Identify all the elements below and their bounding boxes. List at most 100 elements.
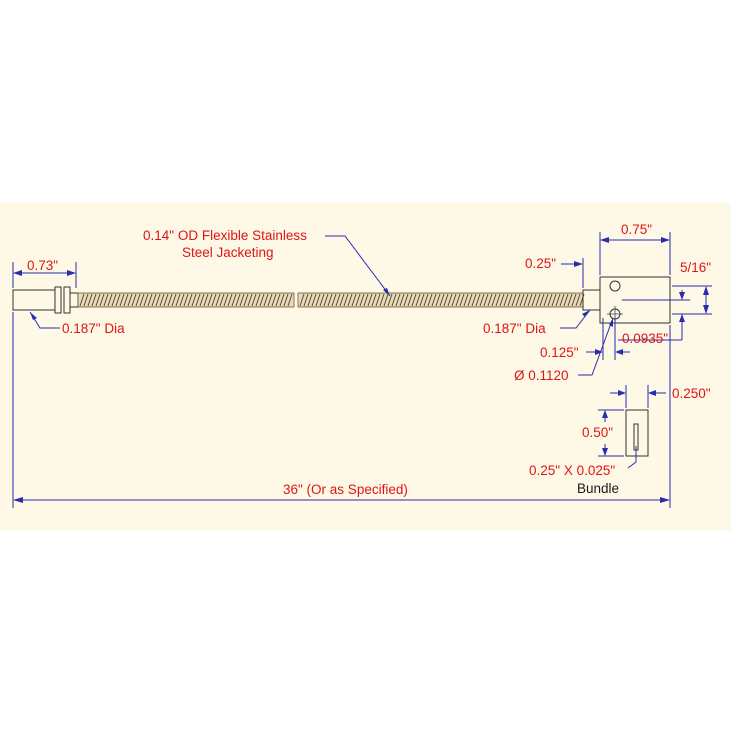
jacket-wind xyxy=(395,293,401,307)
jacket-wind xyxy=(391,293,397,307)
jacket-wind xyxy=(175,293,181,307)
jacket-wind xyxy=(179,293,185,307)
bundle-width-label: 0.250" xyxy=(672,386,711,401)
top-hole xyxy=(609,280,621,292)
jacket-wind xyxy=(91,293,97,307)
jacket-wind xyxy=(223,293,229,307)
jacket-wind xyxy=(367,293,373,307)
bundle-size-label: 0.25" X 0.025" xyxy=(529,463,615,478)
jacket-wind xyxy=(339,293,345,307)
jacket-wind xyxy=(83,293,89,307)
left-dia-label: 0.187" Dia xyxy=(62,321,125,336)
tip-length-label: 0.75" xyxy=(621,222,652,237)
jacket-wind xyxy=(559,293,565,307)
jacket-wind xyxy=(279,293,285,307)
jacket-wind xyxy=(347,293,353,307)
jacket-wind xyxy=(527,293,533,307)
jacket-wind xyxy=(359,293,365,307)
jacket-wind xyxy=(355,293,361,307)
jacket-wind xyxy=(335,293,341,307)
jacket-wind xyxy=(275,293,281,307)
jacket-wind xyxy=(483,293,489,307)
jacket-wind xyxy=(271,293,277,307)
jacket-wind xyxy=(379,293,385,307)
jacket-wind xyxy=(159,293,165,307)
jacket-wind xyxy=(215,293,221,307)
jacket-wind xyxy=(523,293,529,307)
jacket-wind xyxy=(183,293,189,307)
jacket-wind xyxy=(79,293,85,307)
jacket-wind xyxy=(491,293,497,307)
right-dia-label: 0.187" Dia xyxy=(483,321,546,336)
jacket-wind xyxy=(263,293,269,307)
jacket-wind xyxy=(103,293,109,307)
jacket-wind xyxy=(303,293,309,307)
left-length-label: 0.73" xyxy=(27,258,58,273)
jacket-wind xyxy=(251,293,257,307)
jacket-wind xyxy=(535,293,541,307)
jacket-wind xyxy=(243,293,249,307)
jacket-wind xyxy=(403,293,409,307)
jacket-wind xyxy=(315,293,321,307)
jacket-wind xyxy=(119,293,125,307)
jacket-wind xyxy=(443,293,449,307)
jacket-wind xyxy=(199,293,205,307)
jacket-wind xyxy=(227,293,233,307)
jacket-wind xyxy=(319,293,325,307)
jacket-wind xyxy=(255,293,261,307)
jacket-wind xyxy=(451,293,457,307)
jacket-wind xyxy=(283,293,289,307)
jacket-wind xyxy=(331,293,337,307)
jacket-wind xyxy=(455,293,461,307)
jacket-wind xyxy=(375,293,381,307)
jacket-wind xyxy=(147,293,153,307)
jacket-label-line1: 0.14" OD Flexible Stainless xyxy=(143,228,307,243)
jacket-wind xyxy=(115,293,121,307)
jacket-wind xyxy=(219,293,225,307)
jacket-wind xyxy=(87,293,93,307)
jacket-wind xyxy=(519,293,525,307)
jacket-wind xyxy=(127,293,133,307)
jacket-wind xyxy=(247,293,253,307)
jacket-label-line2: Steel Jacketing xyxy=(182,245,274,260)
jacket-wind xyxy=(195,293,201,307)
jacket-wind xyxy=(503,293,509,307)
jacket-wind xyxy=(459,293,465,307)
jacket-wind xyxy=(123,293,129,307)
jacket-wind xyxy=(171,293,177,307)
jacket-wind xyxy=(323,293,329,307)
jacket-wind xyxy=(431,293,437,307)
jacket-wind xyxy=(479,293,485,307)
jacket-wind xyxy=(463,293,469,307)
tip-height-label: 5/16" xyxy=(680,260,711,275)
jacket-wind xyxy=(235,293,241,307)
jacket-wind xyxy=(143,293,149,307)
jacket-wind xyxy=(515,293,521,307)
jacket-wind xyxy=(475,293,481,307)
jacket-wind xyxy=(511,293,517,307)
jacket-wind xyxy=(543,293,549,307)
jacket-wind xyxy=(307,293,313,307)
jacket-wind xyxy=(531,293,537,307)
jacket-wind xyxy=(371,293,377,307)
jacket-wind xyxy=(99,293,105,307)
hole-dia-label: Ø 0.1120 xyxy=(514,368,569,383)
jacket-wind xyxy=(415,293,421,307)
jacket-wind xyxy=(499,293,505,307)
jacket-wind xyxy=(471,293,477,307)
jacket-wind xyxy=(447,293,453,307)
jacket-wind xyxy=(411,293,417,307)
jacket-wind xyxy=(495,293,501,307)
bundle-name-label: Bundle xyxy=(577,481,619,496)
jacket-wind xyxy=(267,293,273,307)
overall-length-label: 36" (Or as Specified) xyxy=(283,482,408,497)
jacket-wind xyxy=(571,293,577,307)
jacket-wind xyxy=(239,293,245,307)
jacket-wind xyxy=(299,293,305,307)
hole-offset-label: 0.0935" xyxy=(622,331,668,346)
jacket-wind xyxy=(259,293,265,307)
jacket-wind xyxy=(551,293,557,307)
jacket-wind xyxy=(287,293,293,307)
jacket-wind xyxy=(95,293,101,307)
